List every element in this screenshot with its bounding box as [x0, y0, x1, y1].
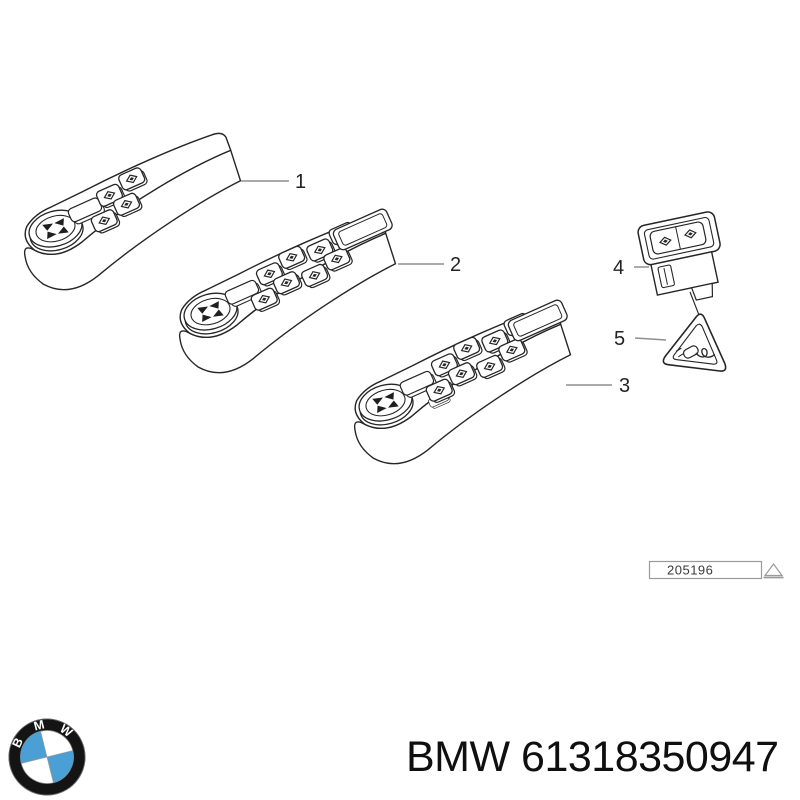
leader-line-5	[634, 337, 667, 341]
bmw-logo: B M W	[8, 717, 86, 796]
stamp-number: 205196	[667, 563, 713, 578]
bmw-logo-letter-m: M	[32, 717, 45, 733]
single-rocker-switch-drawing	[637, 211, 721, 301]
switch-panel-1-drawing	[5, 129, 258, 300]
warning-triangle-icon	[662, 313, 727, 372]
power-plug-icon	[675, 345, 716, 359]
triangle-icon	[763, 562, 784, 579]
callout-1: 1	[295, 171, 306, 193]
switch-panel-3-drawing	[335, 297, 588, 474]
callout-4: 4	[613, 257, 624, 279]
connector-line-4-5	[689, 291, 700, 316]
footer-part-number: BMW 61318350947	[406, 733, 779, 781]
stamp-number-box: 205196	[648, 560, 784, 580]
callout-2: 2	[450, 254, 461, 276]
switch-panel-2-drawing	[160, 206, 413, 383]
callout-3: 3	[619, 375, 630, 397]
switch-housing	[650, 251, 719, 301]
callout-5: 5	[614, 328, 625, 350]
